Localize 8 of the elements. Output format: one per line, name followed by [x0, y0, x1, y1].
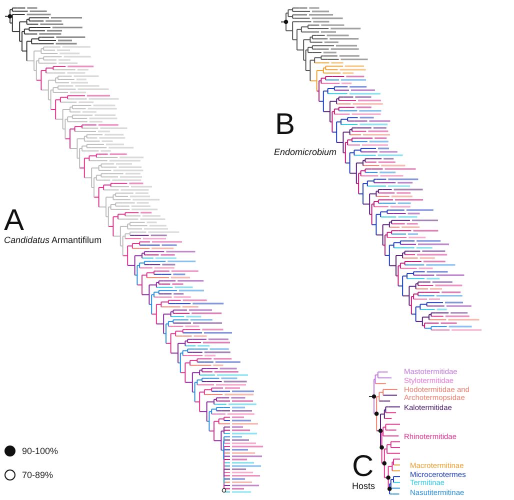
panel-letter: A	[4, 204, 24, 237]
legend-label: 70-89%	[22, 470, 54, 480]
panel-caption: Hosts	[352, 482, 376, 492]
panel-letter: C	[352, 450, 374, 483]
panel-caption: Endomicrobium	[274, 148, 337, 158]
legend-label: 90-100%	[22, 446, 58, 456]
panel-caption: Candidatus Armantifilum	[4, 236, 102, 246]
panel-letter: B	[275, 108, 296, 141]
